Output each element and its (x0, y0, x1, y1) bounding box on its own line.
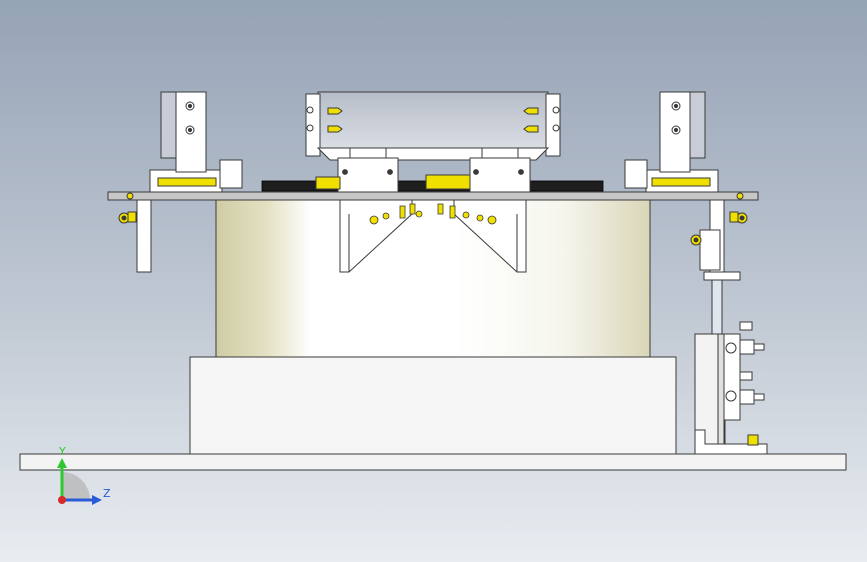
right-guide-block (624, 159, 748, 273)
z-axis-label: Z (103, 487, 111, 500)
pedestal-block (189, 356, 677, 455)
main-cylinder (215, 199, 651, 358)
right-sensor-post (690, 229, 768, 455)
right-upright-bracket (659, 91, 706, 173)
axis-triad: Y Z (57, 445, 111, 505)
center-screw-cluster (369, 203, 497, 225)
z-axis-arrow (92, 495, 102, 505)
left-carriage (315, 147, 399, 193)
y-axis-arrow (57, 458, 67, 468)
x-axis-origin (58, 496, 66, 504)
left-upright-bracket (160, 91, 207, 173)
right-carriage (425, 147, 531, 193)
y-axis-label: Y (58, 445, 66, 458)
top-plate (107, 191, 759, 201)
base-plate (19, 453, 847, 471)
left-guide-block (118, 159, 243, 273)
top-actuator (305, 91, 561, 161)
triad-arc (62, 472, 90, 500)
